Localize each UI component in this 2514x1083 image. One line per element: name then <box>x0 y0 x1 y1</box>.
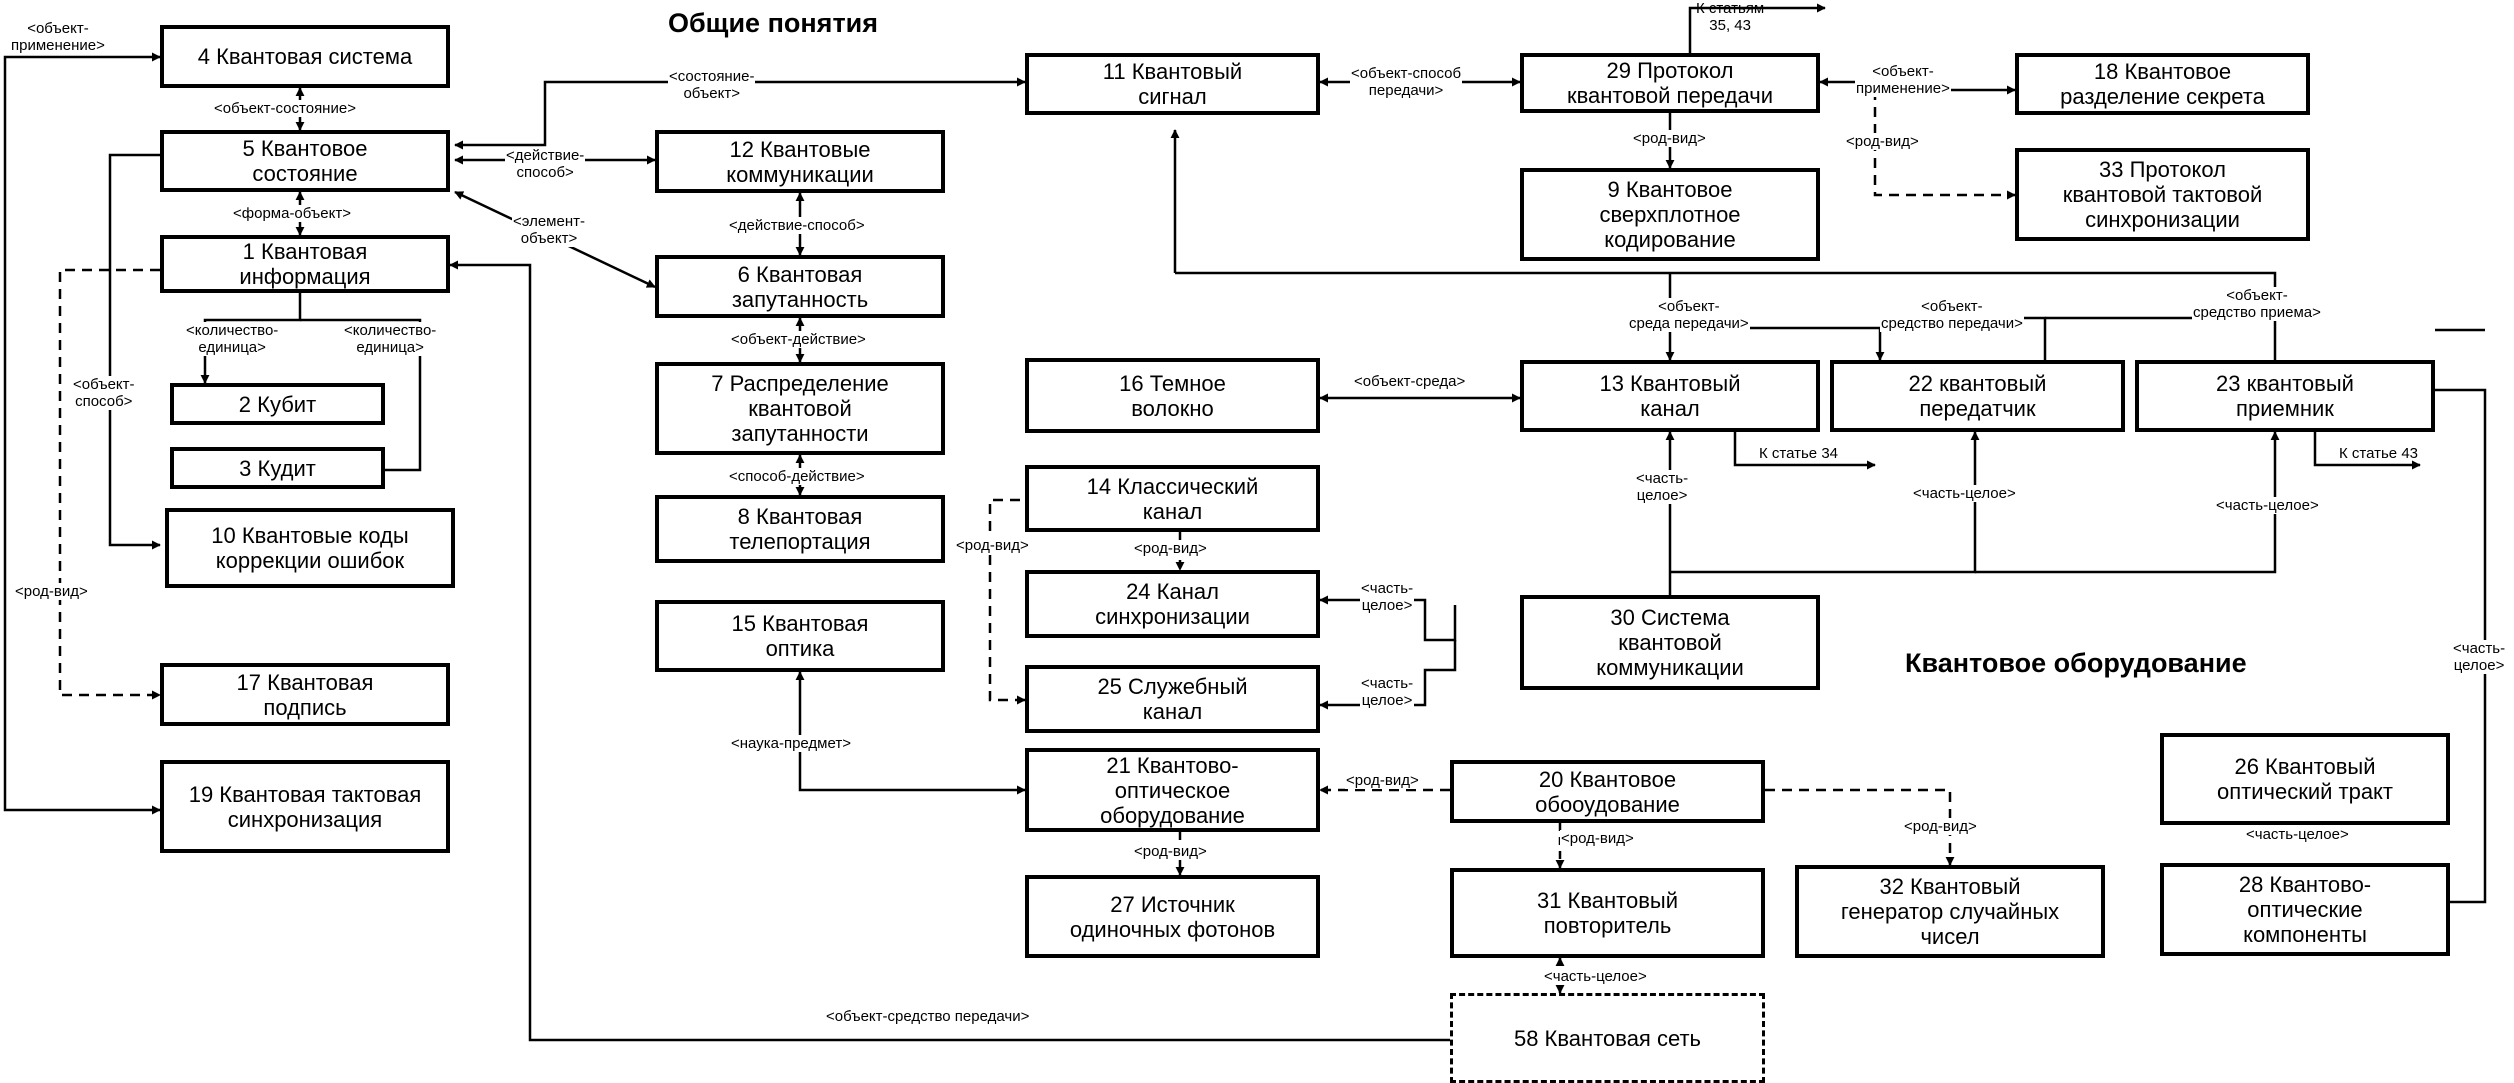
node-26-quantum-optical-path: 26 Квантовый оптический тракт <box>2160 733 2450 825</box>
node-6-quantum-entanglement: 6 Квантовая запутанность <box>655 255 945 318</box>
node-21-quantum-optical-equipment: 21 Квантово- оптическое оборудование <box>1025 748 1320 832</box>
node-24-sync-channel: 24 Канал синхронизации <box>1025 570 1320 638</box>
relation-label: <элемент- объект> <box>512 213 586 247</box>
section-heading-equipment: Квантовое оборудование <box>1905 648 2247 678</box>
section-heading-general: Общие понятия <box>668 8 879 38</box>
relation-label: <объект-средство передачи> <box>825 1008 1031 1025</box>
relation-label: <объект-действие> <box>730 331 867 348</box>
relation-label: <часть-целое> <box>1912 485 2017 502</box>
node-30-quantum-communication-system: 30 Система квантовой коммуникации <box>1520 595 1820 690</box>
node-12-quantum-communications: 12 Квантовые коммуникации <box>655 130 945 193</box>
node-19-quantum-clock-synchronization: 19 Квантовая тактовая синхронизация <box>160 760 450 853</box>
relation-label: <род-вид> <box>955 537 1030 554</box>
relation-label: <действие-способ> <box>728 217 866 234</box>
relation-label: <объект-способ передачи> <box>1350 65 1463 99</box>
node-32-quantum-random-generator: 32 Квантовый генератор случайных чисел <box>1795 865 2105 958</box>
node-11-quantum-signal: 11 Квантовый сигнал <box>1025 53 1320 115</box>
relation-label: <объект-среда> <box>1353 373 1467 390</box>
node-20-quantum-equipment: 20 Квантовое обооудование <box>1450 760 1765 823</box>
node-7-entanglement-distribution: 7 Распределение квантовой запутанности <box>655 362 945 455</box>
node-23-quantum-receiver: 23 квантовый приемник <box>2135 360 2435 432</box>
relation-label: <часть-целое> <box>2215 497 2320 514</box>
node-15-quantum-optics: 15 Квантовая оптика <box>655 600 945 672</box>
node-3-qudit: 3 Кудит <box>170 447 385 489</box>
relation-label: <род-вид> <box>1845 133 1920 150</box>
relation-label: <количество- единица> <box>343 322 438 356</box>
relation-label: <род-вид> <box>1632 130 1707 147</box>
relation-label: <способ-действие> <box>728 468 866 485</box>
relation-label: <объект- средство передачи> <box>1880 298 2024 332</box>
relation-label: К статье 43 <box>2339 445 2418 462</box>
node-9-superdense-coding: 9 Квантовое сверхплотное кодирование <box>1520 168 1820 261</box>
relation-label: <часть-целое> <box>2245 826 2350 843</box>
node-18-quantum-secret-sharing: 18 Квантовое разделение секрета <box>2015 53 2310 115</box>
node-5-quantum-state: 5 Квантовое состояние <box>160 130 450 192</box>
relation-label: <род-вид> <box>14 583 89 600</box>
node-31-quantum-repeater: 31 Квантовый повторитель <box>1450 868 1765 958</box>
node-14-classical-channel: 14 Классический канал <box>1025 465 1320 532</box>
relation-label: <часть-целое> <box>1543 968 1648 985</box>
node-27-single-photon-source: 27 Источник одиночных фотонов <box>1025 875 1320 958</box>
node-16-dark-fiber: 16 Темное волокно <box>1025 358 1320 433</box>
relation-label: <наука-предмет> <box>730 735 852 752</box>
relation-label: <форма-объект> <box>232 205 352 222</box>
relation-label: <часть- целое> <box>1360 580 1415 614</box>
node-13-quantum-channel: 13 Квантовый канал <box>1520 360 1820 432</box>
relation-label: <объект- среда передачи> <box>1628 298 1750 332</box>
node-29-quantum-transfer-protocol: 29 Протокол квантовой передачи <box>1520 53 1820 113</box>
relation-label: <род-вид> <box>1133 843 1208 860</box>
node-2-qubit: 2 Кубит <box>170 383 385 425</box>
relation-label: <часть- целое> <box>2452 640 2507 674</box>
node-58-quantum-network: 58 Квантовая сеть <box>1450 993 1765 1083</box>
node-25-service-channel: 25 Служебный канал <box>1025 665 1320 733</box>
relation-label: <род-вид> <box>1560 830 1635 847</box>
node-17-quantum-signature: 17 Квантовая подпись <box>160 663 450 726</box>
relation-label: <род-вид> <box>1133 540 1208 557</box>
relation-label: <состояние- объект> <box>668 68 756 102</box>
relation-label: <количество- единица> <box>185 322 280 356</box>
relation-label: <объект-состояние> <box>213 100 357 117</box>
node-4-quantum-system: 4 Квантовая система <box>160 25 450 88</box>
relation-label: <род-вид> <box>1345 772 1420 789</box>
relation-label: <объект- средство приема> <box>2192 287 2322 321</box>
relation-label: <действие- способ> <box>505 147 586 181</box>
relation-label: <род-вид> <box>1903 818 1978 835</box>
node-1-quantum-information: 1 Квантовая информация <box>160 235 450 293</box>
relation-label: <объект- применение> <box>10 20 106 54</box>
relation-label: <часть- целое> <box>1360 675 1415 709</box>
relation-label: К статьям 35, 43 <box>1696 0 1765 34</box>
relation-label: <объект- применение> <box>1855 63 1951 97</box>
node-22-quantum-transmitter: 22 квантовый передатчик <box>1830 360 2125 432</box>
node-8-quantum-teleportation: 8 Квантовая телепортация <box>655 495 945 563</box>
relation-label: <объект- способ> <box>72 376 136 410</box>
node-33-clock-sync-protocol: 33 Протокол квантовой тактовой синхрониз… <box>2015 148 2310 241</box>
relation-label: <часть- целое> <box>1635 470 1690 504</box>
node-28-quantum-optical-components: 28 Квантово- оптические компоненты <box>2160 863 2450 956</box>
relation-label: К статье 34 <box>1759 445 1838 462</box>
node-10-quantum-error-correction-codes: 10 Квантовые коды коррекции ошибок <box>165 508 455 588</box>
